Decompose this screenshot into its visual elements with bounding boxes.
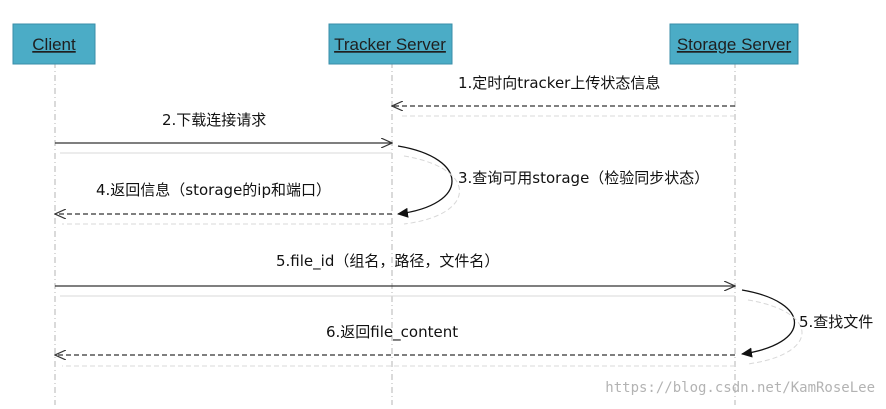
message-5b-self-arrow [741, 289, 796, 358]
storage-actor: Storage Server [669, 23, 799, 65]
message-3-shadow [403, 155, 460, 225]
message-3-self-arrow [397, 145, 453, 218]
message-2-label: 2.下载连接请求 [162, 111, 266, 129]
message-3-label: 3.查询可用storage（检验同步状态） [458, 169, 709, 187]
client-actor: Client [12, 23, 96, 65]
storage-label: Storage Server [677, 35, 792, 54]
message-5b-label: 5.查找文件 [799, 313, 873, 331]
message-1-label: 1.定时向tracker上传状态信息 [458, 74, 660, 92]
client-label: Client [32, 35, 76, 54]
tracker-label: Tracker Server [334, 35, 446, 54]
message-5b-shadow [747, 299, 803, 365]
message-4-label: 4.返回信息（storage的ip和端口） [96, 181, 331, 199]
message-6-label: 6.返回file_content [326, 323, 458, 342]
message-5a-label: 5.file_id（组名，路径，文件名） [276, 252, 499, 271]
tracker-actor: Tracker Server [328, 23, 453, 65]
watermark: https://blog.csdn.net/KamRoseLee [605, 380, 875, 396]
